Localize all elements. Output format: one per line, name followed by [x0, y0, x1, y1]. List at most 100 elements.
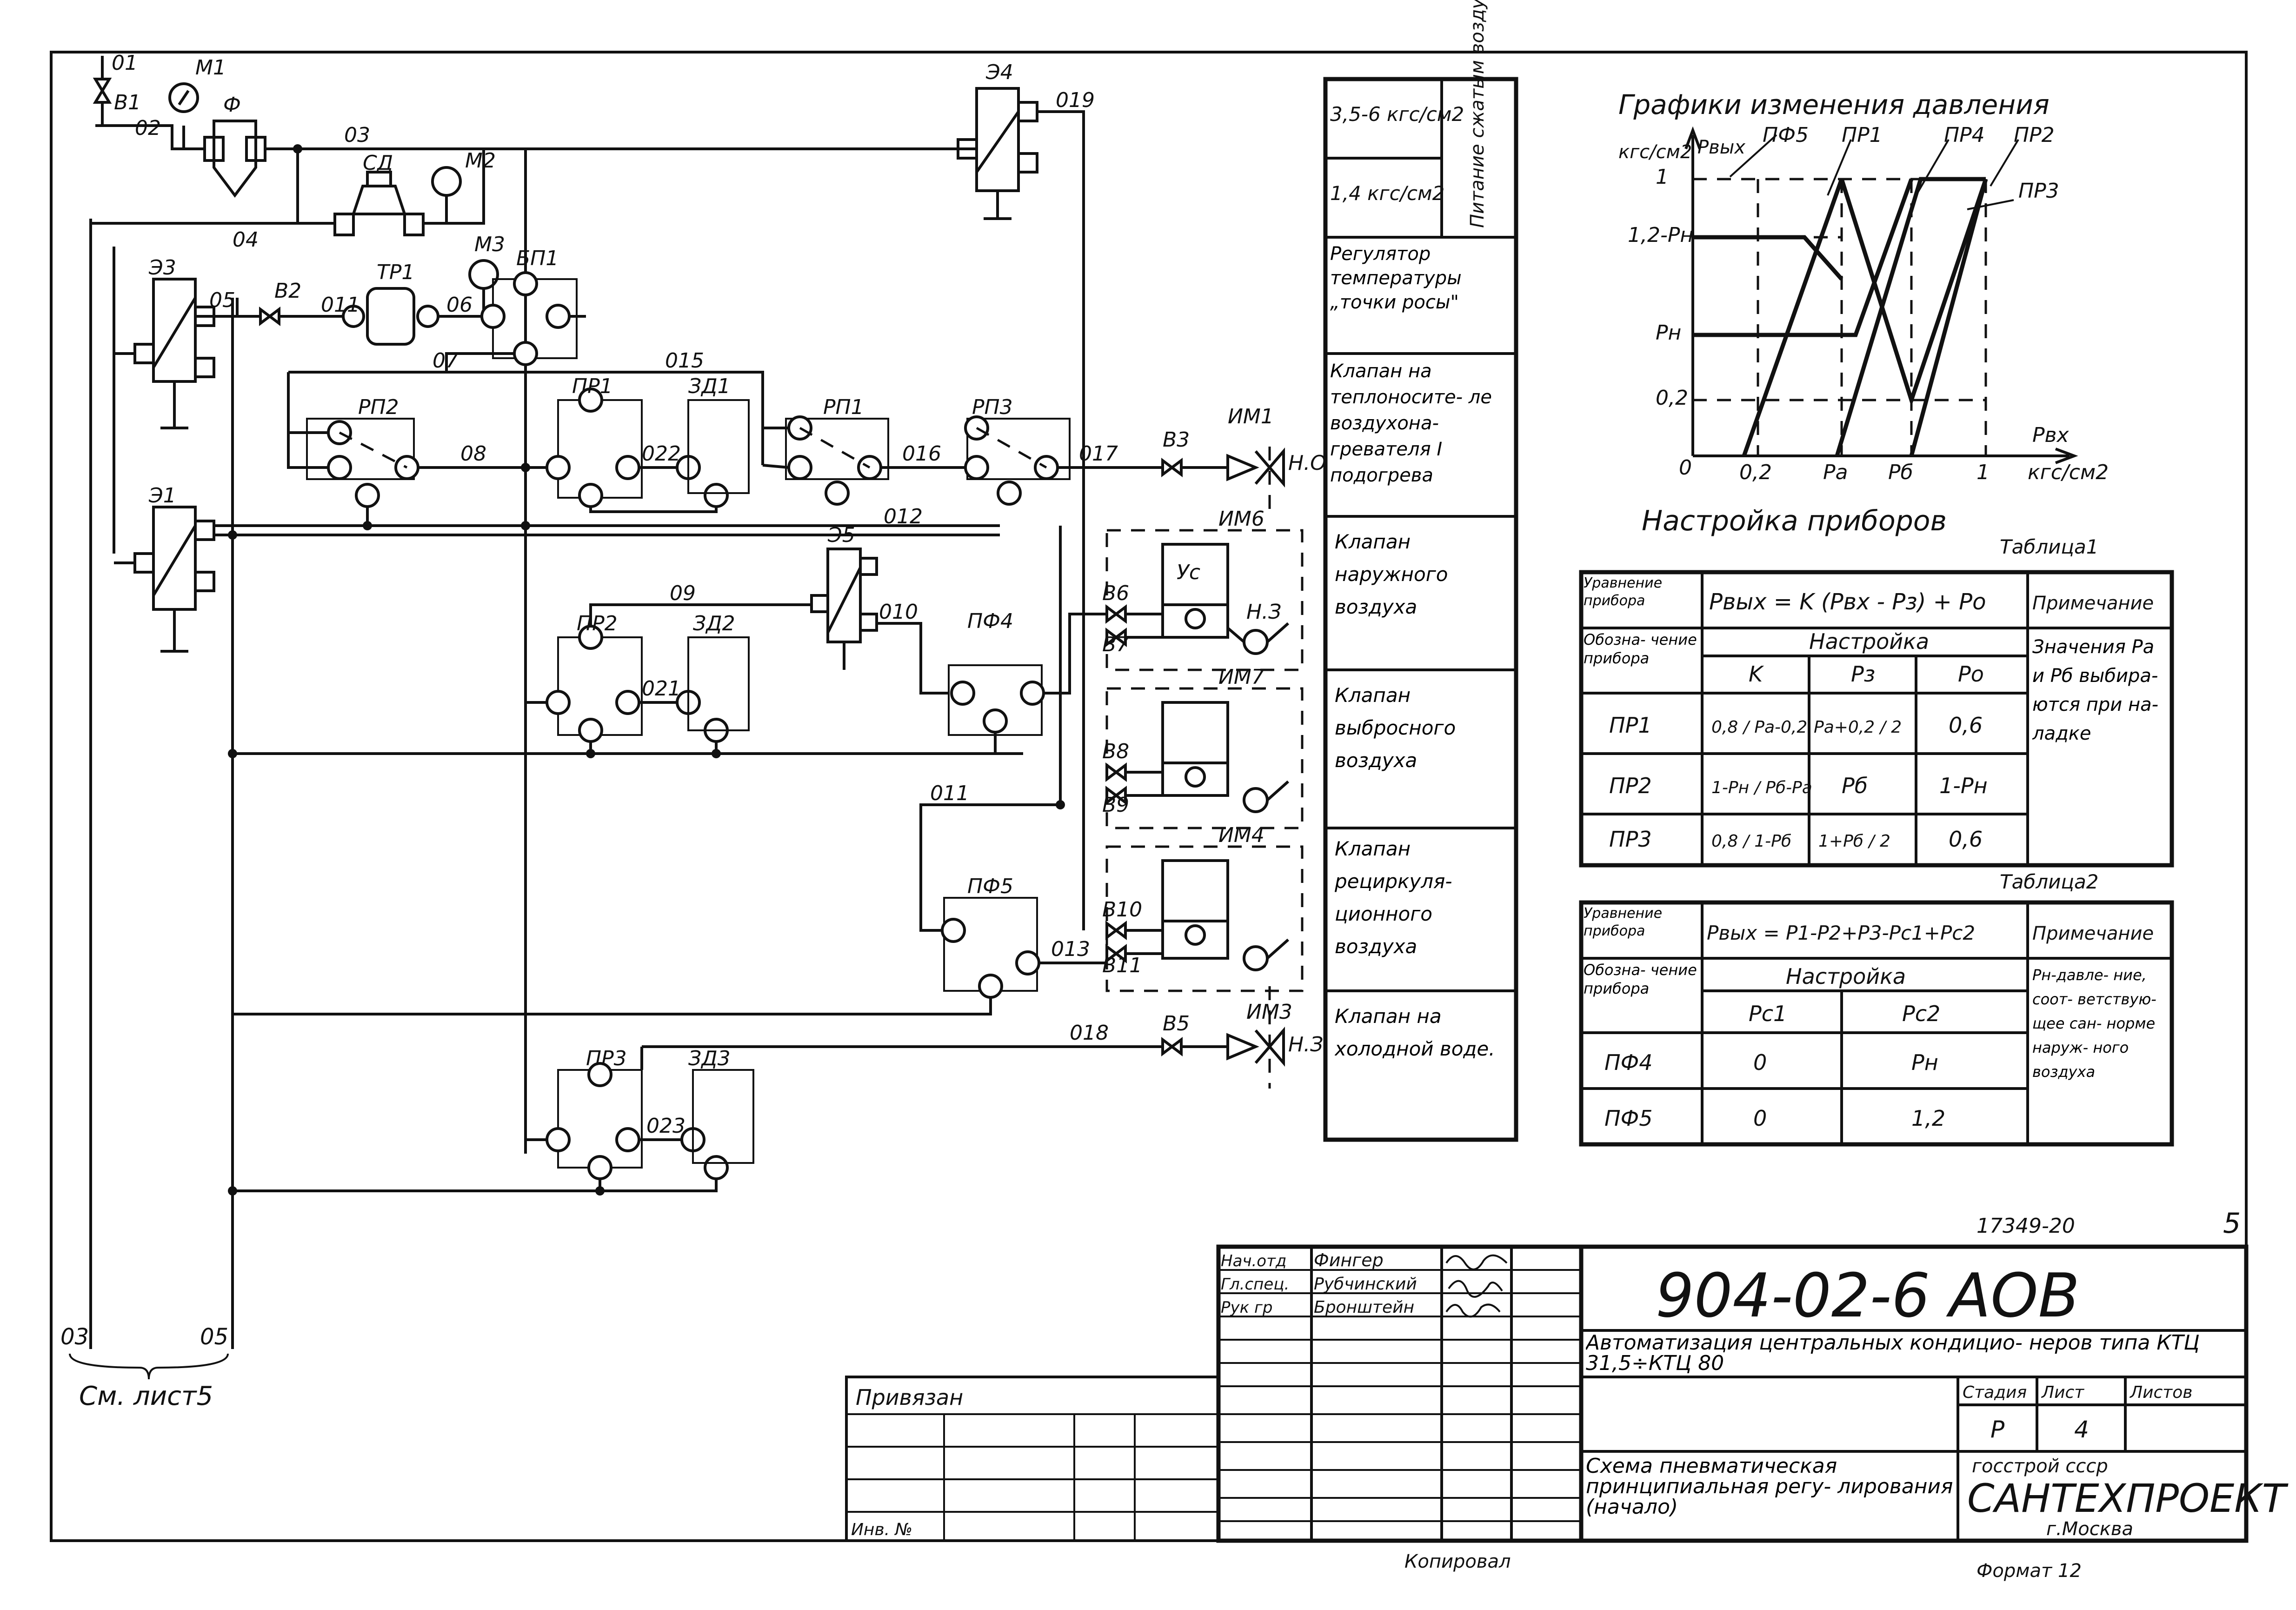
see-sheet-note: См. лист5 — [79, 1381, 213, 1411]
label: ИМ3 — [1246, 1000, 1292, 1024]
label: ПР1 — [1842, 123, 1883, 147]
pneumatic-schematic: 01 В1 02 М1 Ф 03 СД М2 М3 04 Э3 05 В2 01… — [60, 51, 1330, 1411]
label: ПР1 — [572, 374, 613, 398]
label: 03 — [344, 123, 370, 147]
label: ЗД3 — [688, 1047, 731, 1070]
format-label: Формат 12 — [1977, 1560, 2082, 1582]
label: 05 — [209, 288, 235, 312]
label: ПР4 — [1944, 123, 1985, 147]
label: Pc2 — [1902, 1001, 1940, 1026]
bound-label: Привязан — [856, 1385, 963, 1410]
label: Pa — [1823, 461, 1848, 484]
legend-pressure-low: 1,4 кгс/см2 — [1330, 182, 1444, 205]
label: ИМ7 — [1218, 665, 1264, 689]
signature-scribble-3 — [1445, 1303, 1501, 1318]
legend-outdoor-valve: Клапан наружного воздуха — [1335, 530, 1448, 618]
graph-title: Графики изменения давления — [1618, 89, 2050, 120]
title-block: 17349-20 Привязан — [845, 1214, 2289, 1582]
label: ПР3 — [2018, 179, 2059, 203]
signature-scribble-2 — [1448, 1280, 1503, 1298]
label: 0,2 — [1656, 386, 1688, 410]
label: Э4 — [985, 60, 1013, 84]
label: Рубчинский — [1314, 1275, 1417, 1294]
label: 01 — [112, 51, 138, 75]
legend-exhaust-valve: Клапан выбросного воздуха — [1335, 684, 1456, 772]
label: 018 — [1070, 1021, 1109, 1045]
label: Э5 — [827, 523, 855, 547]
label: В3 — [1163, 428, 1190, 452]
label: В7 — [1102, 633, 1129, 656]
label: Настройка — [1809, 629, 1929, 654]
label: 0,6 — [1949, 713, 1983, 738]
label: 05 — [200, 1324, 228, 1350]
label: В2 — [274, 279, 301, 303]
label: 0 — [1753, 1050, 1767, 1075]
label: Ус — [1177, 561, 1200, 584]
legend-dew-point: Регулятор температуры „точки росы" — [1330, 243, 1462, 313]
label: ТР1 — [377, 261, 414, 284]
label: 015 — [665, 349, 704, 373]
label: 023 — [646, 1114, 685, 1138]
label: 09 — [670, 581, 696, 605]
legend-recirc-valve: Клапан рециркуля- ционного воздуха — [1335, 837, 1452, 958]
label: госстрой ссср — [1972, 1456, 2108, 1477]
label: Pвых = P1-P2+P3-Pc1+Pc2 — [1707, 922, 1975, 944]
label: Pн — [1656, 321, 1681, 345]
label: ПР2 — [1609, 773, 1652, 798]
label: 016 — [902, 442, 941, 466]
label: Ф — [223, 93, 241, 117]
label: 07 — [433, 349, 459, 373]
graph-y-label: Pвых — [1697, 137, 1745, 158]
corner-number: 5 — [2223, 1207, 2241, 1240]
graph-y-unit: кгс/см2 — [1618, 141, 1692, 163]
legend-heater-valve: Клапан на теплоносите- ле воздухона- гре… — [1330, 361, 1492, 486]
label: М2 — [465, 149, 496, 173]
label: ИМ1 — [1228, 405, 1274, 428]
label: Po — [1958, 661, 1984, 687]
label: БП1 — [516, 247, 559, 270]
label: РП3 — [972, 395, 1013, 419]
legend-supply-note: Питание сжатым воздухом — [1467, 0, 1488, 228]
label: 1 — [1656, 165, 1669, 189]
label: ПФ4 — [967, 609, 1013, 633]
label: ПР3 — [1609, 827, 1652, 852]
label: ПР2 — [2014, 123, 2055, 147]
label: Pб — [1842, 773, 1868, 798]
label: Лист — [2041, 1383, 2084, 1402]
label: Pвых = K (Pвх - Pз) + Po — [1709, 589, 1986, 615]
label: г.Москва — [2046, 1518, 2133, 1540]
label: 0,2 — [1739, 461, 1772, 484]
label: М3 — [474, 233, 505, 256]
label: РП2 — [358, 395, 399, 419]
label: 0 — [1679, 456, 1692, 480]
label: 1,2-Pн — [1628, 223, 1693, 247]
label: Н.З. — [1288, 1033, 1330, 1056]
label: 08 — [460, 442, 486, 466]
label: Настройка — [1786, 964, 1906, 989]
legend-cold-water-valve: Клапан на холодной воде. — [1335, 1005, 1495, 1060]
label: В1 — [114, 91, 141, 114]
label: 019 — [1056, 88, 1095, 112]
label: Н.З — [1246, 600, 1281, 624]
label: ИМ4 — [1218, 823, 1264, 847]
label: 02 — [135, 116, 161, 140]
label: Pa+0,2 / 2 — [1814, 718, 1902, 737]
label: В11 — [1102, 954, 1142, 977]
label: ЗД1 — [688, 374, 731, 398]
label: 010 — [879, 600, 918, 624]
label: 011 — [930, 782, 969, 805]
org-name: САНТЕХПРОЕКТ — [1967, 1476, 2289, 1521]
label: Примечание — [2032, 593, 2154, 614]
inv-label: Инв. № — [851, 1520, 912, 1539]
label: Э1 — [148, 484, 176, 508]
legend-pressure-high: 3,5-6 кгс/см2 — [1330, 103, 1464, 126]
label: кгс/см2 — [2028, 461, 2109, 484]
label: В6 — [1102, 581, 1129, 605]
legend-column: 3,5-6 кгс/см2 1,4 кгс/см2 Питание сжатым… — [1323, 0, 1518, 1142]
label: Листов — [2129, 1383, 2192, 1402]
label: Pн — [1911, 1050, 1938, 1075]
label: Гл.спец. — [1221, 1275, 1289, 1294]
label: Pб — [1888, 461, 1913, 484]
designation: 904-02-6 АОВ — [1656, 1260, 2080, 1331]
